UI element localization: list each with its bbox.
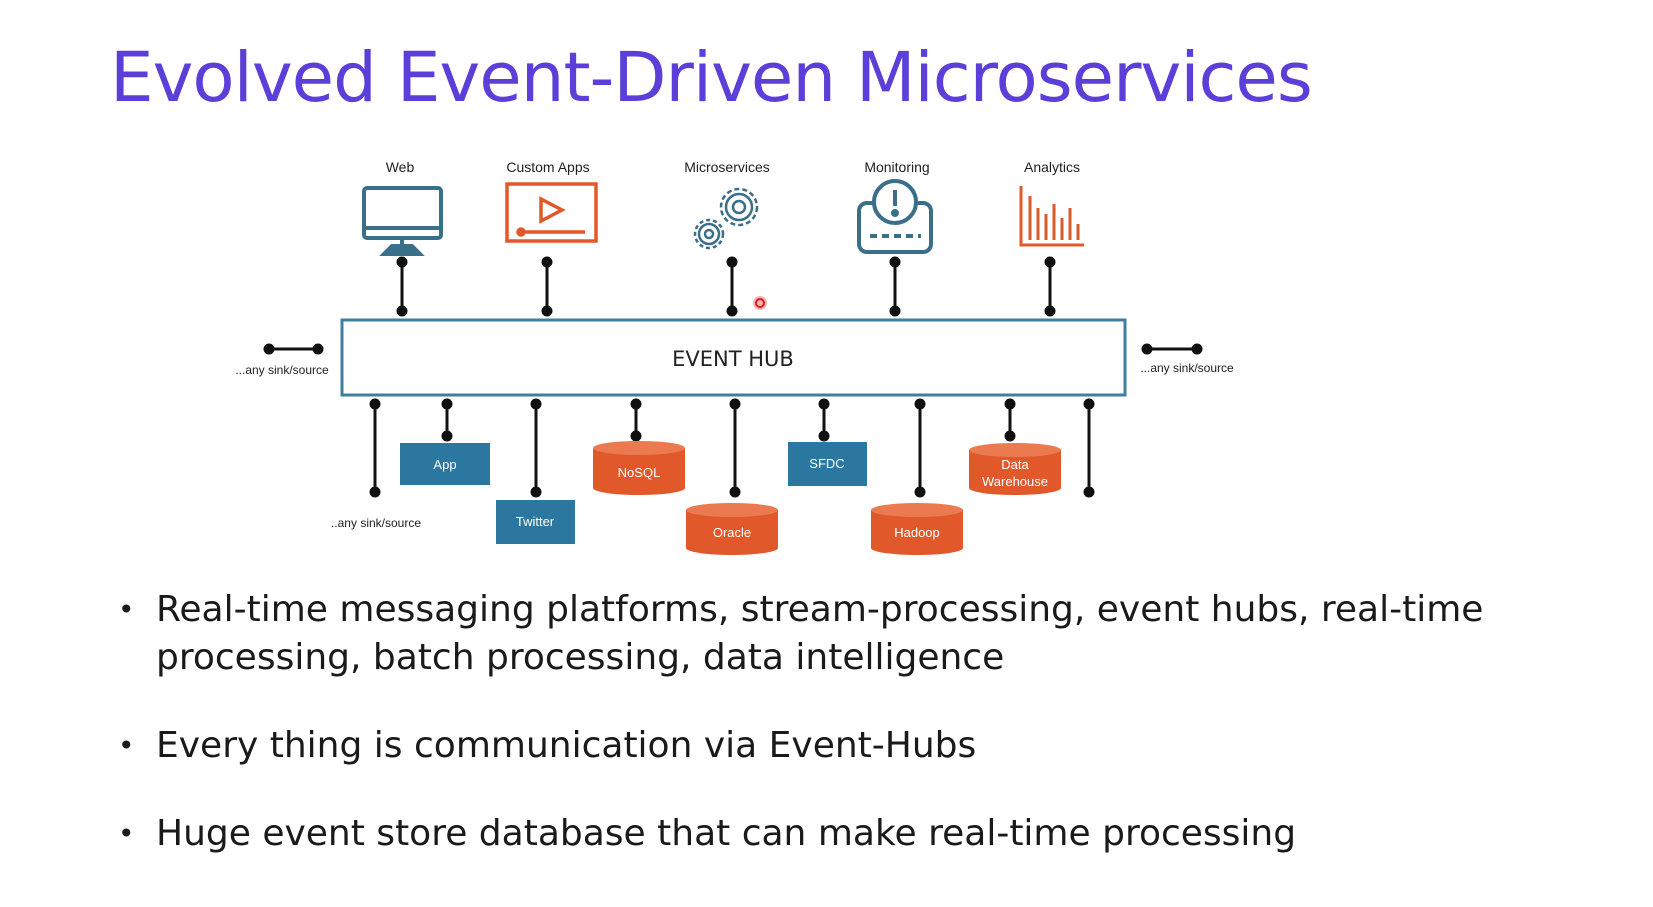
svg-text:Warehouse: Warehouse [982, 474, 1048, 489]
alert-monitor-icon [857, 179, 933, 254]
gears-icon [693, 187, 759, 250]
node-app: App [400, 443, 490, 485]
node-twitter: Twitter [496, 500, 575, 544]
side-connectors [263, 343, 1203, 355]
label-custom-apps: Custom Apps [506, 159, 589, 175]
svg-text:App: App [433, 457, 456, 472]
node-oracle: Oracle [686, 503, 778, 555]
cursor-indicator [753, 296, 767, 310]
bar-chart-icon [1019, 186, 1084, 247]
node-sfdc: SFDC [788, 442, 867, 486]
svg-text:Twitter: Twitter [516, 514, 555, 529]
bullet-item: • Huge event store database that can mak… [118, 810, 1518, 858]
node-nosql: NoSQL [593, 441, 685, 495]
bullet-list: • Real-time messaging platforms, stream-… [118, 586, 1518, 858]
bullet-marker: • [118, 729, 135, 762]
bottom-connectors [369, 398, 1095, 498]
video-player-icon [505, 182, 598, 243]
architecture-diagram: Web Custom Apps Microservices Monitoring… [235, 159, 1234, 555]
bullet-text: Every thing is communication via Event-H… [156, 725, 977, 766]
monitor-icon [362, 186, 443, 256]
side-right-label: ...any sink/source [1140, 361, 1234, 375]
bullet-marker: • [118, 817, 135, 850]
svg-text:NoSQL: NoSQL [618, 465, 661, 480]
svg-text:Hadoop: Hadoop [894, 525, 940, 540]
event-hub-label: EVENT HUB [672, 347, 794, 371]
label-analytics: Analytics [1024, 159, 1080, 175]
event-hub-box [340, 318, 1127, 397]
svg-text:Oracle: Oracle [713, 525, 751, 540]
label-monitoring: Monitoring [864, 159, 929, 175]
node-hadoop: Hadoop [871, 503, 963, 555]
bullet-item: • Real-time messaging platforms, stream-… [118, 586, 1518, 682]
page-title: Evolved Event-Driven Microservices [110, 38, 1313, 118]
side-left-label: ...any sink/source [235, 363, 329, 377]
bullet-item: • Every thing is communication via Event… [118, 722, 1518, 770]
label-microservices: Microservices [684, 159, 770, 175]
bullet-text: Real-time messaging platforms, stream-pr… [156, 589, 1484, 678]
bottom-left-label: ..any sink/source [331, 516, 421, 530]
node-data-warehouse: Data Warehouse [969, 443, 1061, 495]
bullet-marker: • [118, 593, 135, 626]
label-web: Web [386, 159, 415, 175]
top-connectors [396, 256, 1056, 317]
bullet-text: Huge event store database that can make … [156, 813, 1297, 854]
svg-text:SFDC: SFDC [809, 456, 844, 471]
svg-text:Data: Data [1001, 457, 1029, 472]
